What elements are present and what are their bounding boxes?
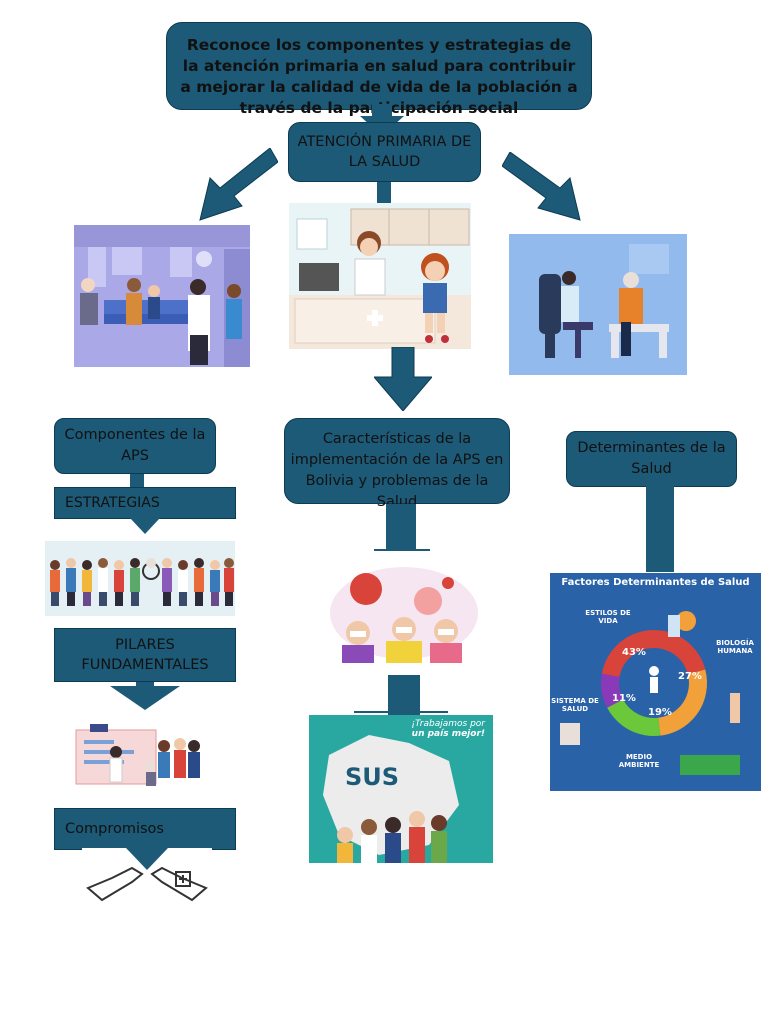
connector-caracteristicas (386, 504, 416, 550)
label-sistema-salud: SISTEMA DE SALUD (551, 697, 599, 713)
label-estilos-vida: ESTILOS DE VIDA (585, 609, 631, 625)
connector-determinantes (646, 486, 674, 572)
connector-aps (377, 182, 391, 204)
connector-sus-base (354, 711, 448, 713)
compromisos-box: Compromisos (54, 808, 236, 850)
waiting-room-illustration (74, 225, 250, 367)
estrategias-box: ESTRATEGIAS (54, 487, 236, 519)
virus-masks-illustration (328, 563, 480, 663)
sus-word: SUS (345, 763, 400, 791)
caracteristicas-text: Características de la implementación de … (290, 431, 504, 510)
connector-base (374, 549, 430, 551)
handshake-illustration (82, 848, 212, 906)
doctor-child-illustration (289, 203, 471, 349)
determinants-infographic: Factores Determinantes de Salud ESTILOS … (550, 573, 761, 791)
title-box: Reconoce los componentes y estrategias d… (166, 22, 592, 117)
right-diagonal-arrow (502, 152, 581, 221)
percent-medio-ambiente: 19% (648, 707, 672, 718)
infographic-title: Factores Determinantes de Salud (561, 577, 750, 588)
caracteristicas-box: Características de la implementación de … (284, 418, 510, 510)
pilares-arrow (110, 682, 180, 710)
medical-team-illustration (70, 722, 210, 794)
down-arrow-center (374, 347, 432, 411)
infographic-donut (560, 611, 740, 775)
consultation-illustration (509, 234, 687, 375)
label-biologia-humana: BIOLOGÍA HUMANA (716, 639, 754, 655)
connector-componentes (130, 474, 144, 488)
sus-poster: ¡Trabajamos por un país mejor! SUS (309, 715, 493, 863)
down-arrow-title (360, 104, 404, 136)
estrategias-arrow (130, 518, 160, 534)
percent-estilos-vida: 43% (622, 647, 646, 658)
estrategias-text: ESTRATEGIAS (65, 495, 160, 511)
aps-text: ATENCIÓN PRIMARIA DE LA SALUD (297, 134, 472, 170)
percent-sistema-salud: 11% (612, 693, 636, 704)
componentes-text: Componentes de la APS (64, 427, 206, 464)
connector-sus (388, 675, 420, 715)
compromisos-text: Compromisos (65, 821, 164, 837)
percent-biologia-humana: 27% (678, 671, 702, 682)
sus-slogan-line2: un país mejor! (411, 729, 485, 739)
sus-slogan-line1: ¡Trabajamos por (411, 719, 485, 729)
sus-slogan: ¡Trabajamos por un país mejor! (411, 719, 485, 739)
aps-box: ATENCIÓN PRIMARIA DE LA SALUD (288, 122, 481, 182)
crowd-illustration (45, 541, 235, 616)
pilares-box: PILARES FUNDAMENTALES (54, 628, 236, 682)
pilares-text: PILARES FUNDAMENTALES (81, 637, 209, 673)
determinantes-box: Determinantes de la Salud (566, 431, 737, 487)
componentes-box: Componentes de la APS (54, 418, 216, 474)
label-medio-ambiente: MEDIO AMBIENTE (618, 753, 660, 769)
determinantes-text: Determinantes de la Salud (577, 440, 726, 477)
left-diagonal-arrow (199, 148, 278, 221)
